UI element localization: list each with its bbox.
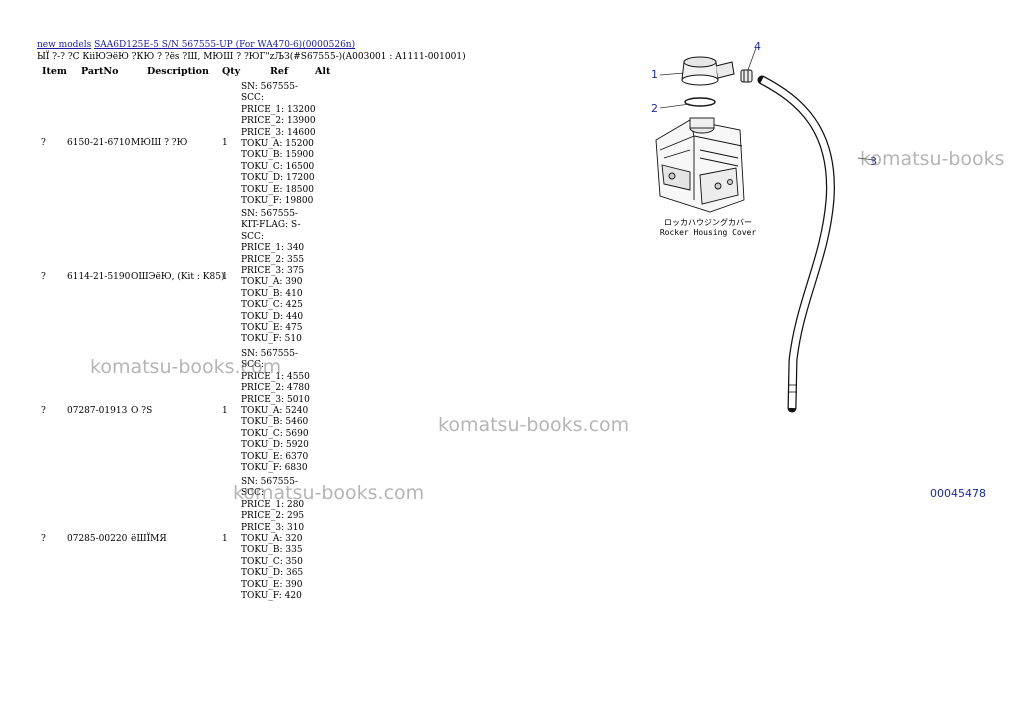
page-subtitle: ЫЇ ?-? ?С КііЮЭёЮ ?КЮ ? ?ës ?Ш, МЮШ ? ?Ю… <box>37 52 466 62</box>
ref-line: TOKU_A: 5240 <box>241 406 309 417</box>
row-partno: 07287-01913 <box>67 406 128 416</box>
row-ref: SN: 567555- SCC: PRICE_1: 4550 PRICE_2: … <box>241 349 321 474</box>
o-ring-part <box>684 97 716 107</box>
ref-line: TOKU_F: 420 <box>241 591 302 602</box>
diagram-caption: ロッカハウジングカバー Rocker Housing Cover <box>648 218 768 238</box>
ref-line: PRICE_2: 355 <box>241 254 305 265</box>
row-description: ёШЇМЯ <box>131 534 167 544</box>
row-qty: 1 <box>222 272 228 282</box>
ref-line: TOKU_C: 16500 <box>241 161 315 172</box>
row-description: МЮШ ? ?Ю <box>131 138 188 148</box>
row-partno: 6114-21-5190 <box>67 272 131 282</box>
ref-line: TOKU_D: 5920 <box>241 440 309 451</box>
ref-line: PRICE_1: 4550 <box>241 371 310 382</box>
breadcrumb: new models SAA6D125E-5 S/N 567555-UP (Fo… <box>37 40 355 50</box>
ref-line: TOKU_C: 350 <box>241 556 303 567</box>
caption-jp: ロッカハウジングカバー <box>664 218 752 227</box>
ref-line: TOKU_E: 390 <box>241 579 303 590</box>
breadcrumb-link-new-models[interactable]: new models <box>37 40 92 50</box>
ref-line: TOKU_C: 5690 <box>241 428 309 439</box>
ref-line: PRICE_3: 375 <box>241 266 305 277</box>
ref-line: PRICE_3: 14600 <box>241 127 316 138</box>
row-ref: SN: 567555- KIT-FLAG: S- SCC: PRICE_1: 3… <box>241 209 321 346</box>
row-item: ? <box>41 138 46 148</box>
watermark: komatsu-books.com <box>90 356 282 378</box>
caption-en: Rocker Housing Cover <box>659 228 757 237</box>
callout-1[interactable]: 1 <box>651 68 658 81</box>
ref-line: SN: 567555- <box>241 349 299 359</box>
cap-part <box>681 56 735 86</box>
ref-line: SN: 567555- <box>241 82 299 92</box>
row-qty: 1 <box>222 138 228 148</box>
ref-line: SCC: <box>241 488 264 499</box>
col-header-qty: Qty <box>222 66 241 77</box>
row-ref: SN: 567555- SCC: PRICE_1: 280 PRICE_2: 2… <box>241 477 321 602</box>
row-qty: 1 <box>222 534 228 544</box>
ref-line: TOKU_F: 6830 <box>241 463 308 474</box>
col-header-partno: PartNo <box>81 66 119 77</box>
ref-line: SN: 567555- <box>241 477 299 487</box>
ref-line: TOKU_A: 15200 <box>241 139 314 150</box>
ref-line: SCC: <box>241 93 264 104</box>
clamp-part <box>740 69 753 83</box>
ref-line: TOKU_B: 5460 <box>241 417 309 428</box>
breadcrumb-link-model[interactable]: SAA6D125E-5 S/N 567555-UP (For WA470-6)(… <box>94 40 356 50</box>
ref-line: TOKU_D: 17200 <box>241 173 315 184</box>
ref-line: PRICE_2: 4780 <box>241 383 310 394</box>
ref-line: TOKU_A: 320 <box>241 534 303 545</box>
ref-line: KIT-FLAG: S- <box>241 220 301 231</box>
ref-line: PRICE_1: 340 <box>241 243 305 254</box>
watermark: komatsu-books.com <box>233 482 425 504</box>
ref-line: TOKU_B: 335 <box>241 545 303 556</box>
ref-line: PRICE_1: 280 <box>241 499 305 510</box>
row-description: О ?S <box>131 406 153 416</box>
row-partno: 6150-21-6710 <box>67 138 131 148</box>
ref-line: TOKU_D: 440 <box>241 311 304 322</box>
col-header-description: Description <box>147 66 209 77</box>
col-header-item: Item <box>42 66 67 77</box>
ref-line: PRICE_3: 310 <box>241 522 305 533</box>
ref-line: PRICE_1: 13200 <box>241 104 316 115</box>
row-partno: 07285-00220 <box>67 534 128 544</box>
ref-line: TOKU_E: 18500 <box>241 184 314 195</box>
ref-line: TOKU_E: 6370 <box>241 451 309 462</box>
col-header-ref: Ref <box>270 66 289 77</box>
rocker-housing-cover <box>655 117 745 213</box>
row-ref: SN: 567555- SCC: PRICE_1: 13200 PRICE_2:… <box>241 82 321 207</box>
ref-line: SN: 567555- <box>241 209 299 219</box>
row-item: ? <box>41 272 46 282</box>
watermark: komatsu-books <box>860 148 1005 170</box>
callout-3[interactable]: 3 <box>870 155 877 168</box>
ref-line: TOKU_F: 510 <box>241 334 302 345</box>
row-item: ? <box>41 406 46 416</box>
illustration-id: 00045478 <box>930 487 986 500</box>
ref-line: TOKU_B: 410 <box>241 288 303 299</box>
ref-line: TOKU_D: 365 <box>241 568 304 579</box>
row-qty: 1 <box>222 406 228 416</box>
ref-line: TOKU_C: 425 <box>241 300 303 311</box>
row-description: ОШЭёЮ, (Kit : K85) <box>131 272 225 282</box>
ref-line: PRICE_2: 295 <box>241 511 305 522</box>
callout-4[interactable]: 4 <box>754 40 761 53</box>
ref-line: TOKU_B: 15900 <box>241 150 315 161</box>
col-header-alt: Alt <box>315 66 331 77</box>
ref-line: SCC: <box>241 231 264 242</box>
ref-line: TOKU_F: 19800 <box>241 196 314 207</box>
ref-line: SCC: <box>241 360 264 371</box>
ref-line: PRICE_2: 13900 <box>241 116 316 127</box>
row-item: ? <box>41 534 46 544</box>
ref-line: TOKU_E: 475 <box>241 323 303 334</box>
callout-2[interactable]: 2 <box>651 102 658 115</box>
ref-line: PRICE_3: 5010 <box>241 394 310 405</box>
ref-line: TOKU_A: 390 <box>241 277 303 288</box>
watermark: komatsu-books.com <box>438 414 630 436</box>
